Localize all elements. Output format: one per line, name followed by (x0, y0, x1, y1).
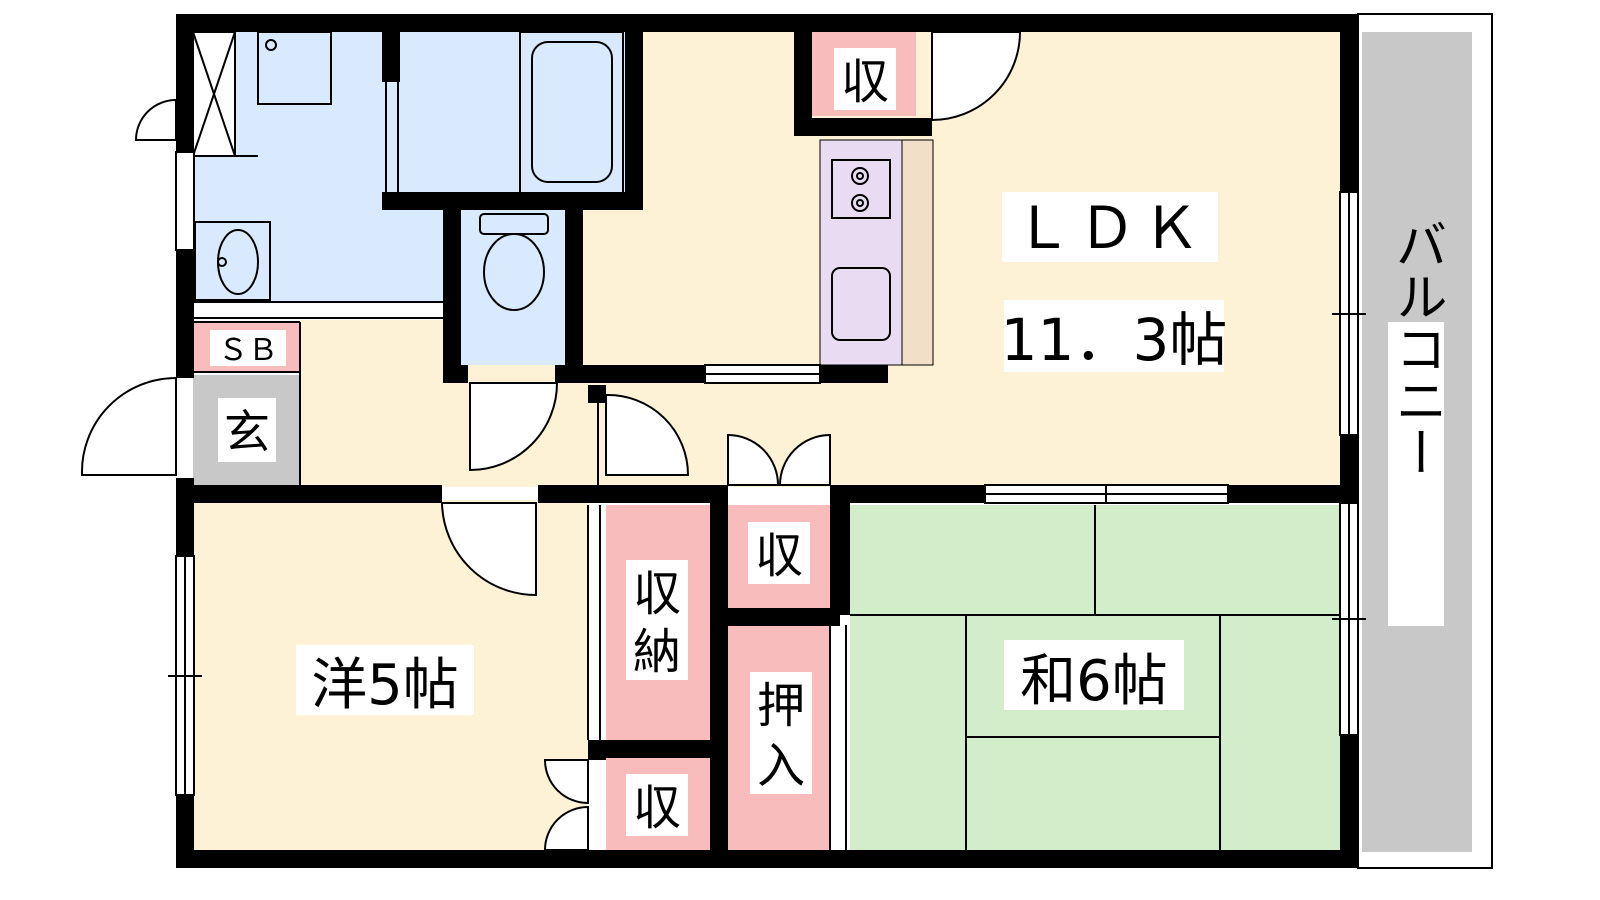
shoe-box-label: ＳＢ (218, 333, 278, 368)
storage-top-label: 収 (841, 54, 889, 110)
kitchen-counter (819, 139, 903, 366)
front-door (80, 376, 177, 476)
ldk-label: ＬＤＫ (1014, 194, 1206, 262)
balcony-label: バルコニー (1386, 218, 1446, 478)
western-room-label: 洋5帖 (311, 653, 459, 718)
storage-small-door-bottom (543, 805, 589, 851)
storage-hall-door-left (727, 433, 780, 486)
storage-hall-door-right (778, 433, 831, 486)
stove (831, 159, 891, 219)
doors (80, 31, 1022, 851)
window-washroom (175, 151, 195, 251)
washer-pan (257, 31, 332, 105)
ps-door (134, 98, 177, 141)
windows (168, 151, 1366, 796)
storage-hall-label: 収 (755, 528, 803, 584)
japanese-room-label: 和6帖 (1020, 649, 1168, 714)
tatami-lines (850, 505, 1340, 852)
kitchen-sink (831, 267, 891, 341)
bathroom-floor (397, 32, 625, 196)
toilet-bowl (483, 233, 545, 311)
closet-label-1: 収 (633, 566, 681, 622)
ldk-top-door (931, 31, 1022, 122)
toilet-floor (460, 210, 565, 365)
labels: ＬＤＫ 11．3帖 洋5帖 和6帖 バルコニー 玄 ＳＢ 収 収 収 収 納 押… (210, 48, 1446, 836)
oshiire-label-1: 押 (757, 678, 805, 734)
storage-small-label: 収 (633, 780, 681, 836)
closet-label-2: 納 (633, 624, 681, 680)
counter-strip (899, 139, 934, 366)
thin-partitions (193, 82, 847, 852)
balcony (1357, 13, 1493, 869)
entrance-label: 玄 (224, 405, 270, 459)
fixtures (192, 31, 891, 341)
hall-door (605, 393, 690, 476)
ldk-size: 11．3帖 (1001, 306, 1228, 374)
storage-small-door-top (543, 759, 589, 805)
walls (176, 14, 1358, 868)
western-door (440, 502, 537, 597)
toilet-door (469, 382, 559, 472)
oshiire-label-2: 入 (757, 738, 805, 794)
